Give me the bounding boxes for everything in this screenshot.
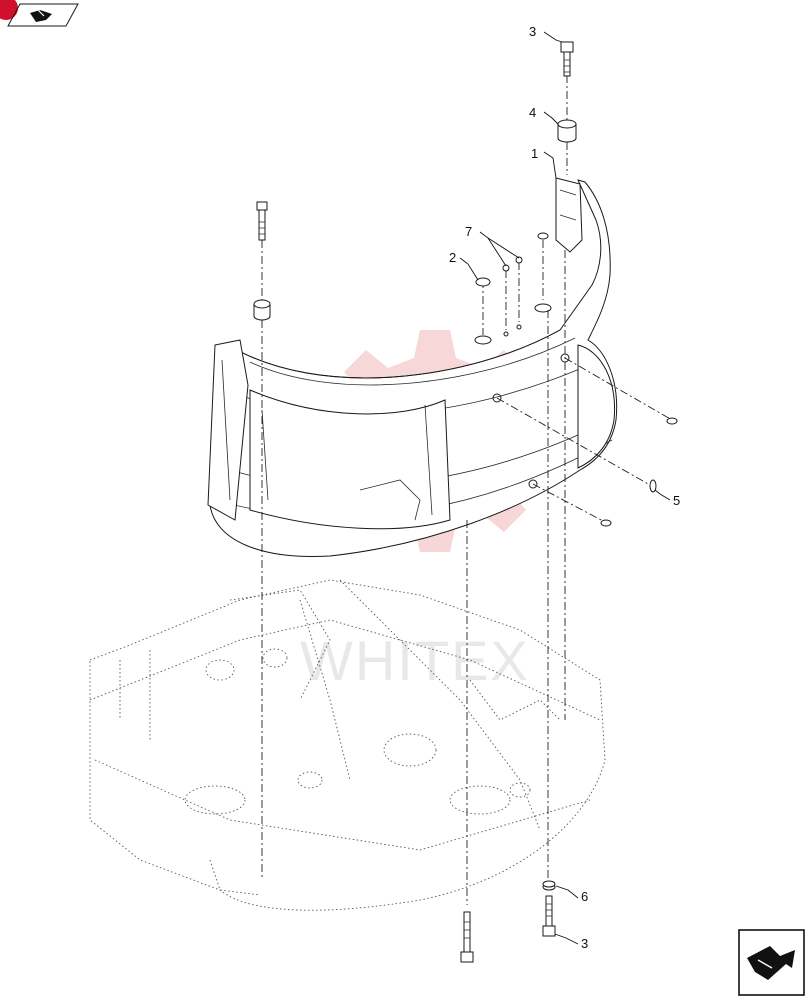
callout-leaders xyxy=(459,31,671,945)
plug-c xyxy=(537,232,549,240)
callout-6: 6 xyxy=(581,889,588,904)
assembly-lines xyxy=(261,75,673,905)
side-plug-mid xyxy=(649,479,657,493)
callout-labels: 3 4 1 7 2 5 6 3 xyxy=(449,24,680,951)
watermark-text: WHITEX xyxy=(300,629,530,692)
callout-1: 1 xyxy=(531,146,538,161)
plug-a xyxy=(502,264,510,272)
spacer xyxy=(557,119,577,143)
callout-2: 2 xyxy=(449,250,456,265)
book-page-icon[interactable] xyxy=(0,0,79,27)
side-plug-bottom xyxy=(600,519,612,527)
callout-5: 5 xyxy=(673,493,680,508)
plug-b xyxy=(515,256,523,264)
rubber-pad xyxy=(475,277,491,287)
callout-7: 7 xyxy=(465,224,472,239)
callout-3-top: 3 xyxy=(529,24,536,39)
spacer-left xyxy=(253,299,271,321)
bolt-top xyxy=(560,41,574,77)
next-page-arrow-icon[interactable] xyxy=(738,929,805,996)
upper-frame xyxy=(89,579,606,911)
bolt-bottom xyxy=(542,895,556,937)
side-plug-top xyxy=(666,417,678,425)
bolt-center-bottom xyxy=(460,911,474,963)
bolt-left-top xyxy=(256,201,268,241)
washer xyxy=(542,880,556,891)
callout-4: 4 xyxy=(529,105,536,120)
callout-3-bottom: 3 xyxy=(581,936,588,951)
